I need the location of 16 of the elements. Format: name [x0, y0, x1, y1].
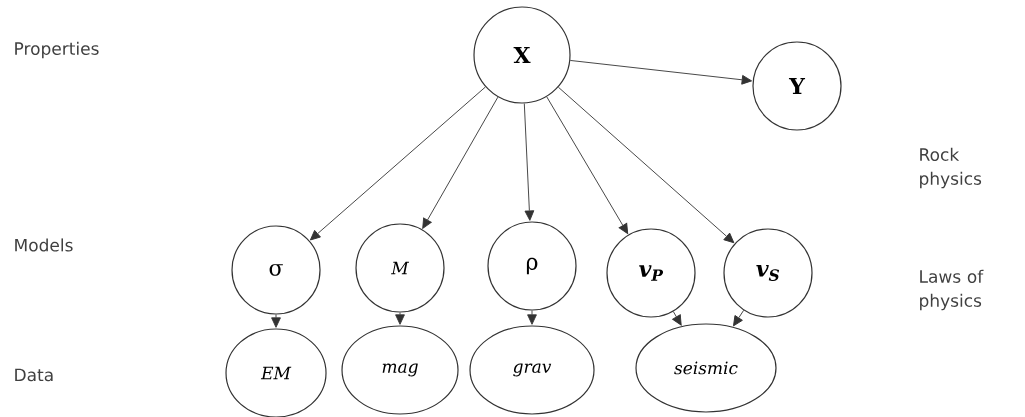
row-label: Laws of physics [920, 269, 984, 311]
arrow [733, 309, 745, 327]
arrow [527, 310, 537, 325]
row-label: Properties [15, 41, 99, 59]
arrow [395, 312, 405, 325]
arrow [546, 96, 629, 235]
row-label: Models [15, 238, 73, 252]
arrow [422, 96, 499, 229]
row-label: Data [15, 368, 53, 382]
arrow [557, 86, 735, 244]
arrow [309, 86, 486, 241]
row-label: Rock physics [920, 147, 982, 189]
arrow [271, 314, 281, 328]
arrow [569, 60, 753, 85]
arrow [672, 311, 682, 326]
arrow [523, 103, 535, 221]
